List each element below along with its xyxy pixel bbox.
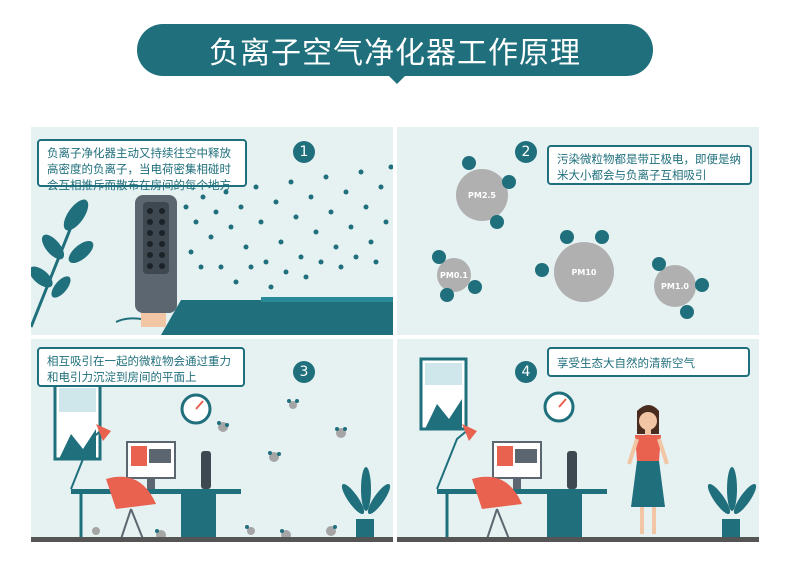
panel-3: 相互吸引在一起的微粒物会通过重力和电引力沉淀到房间的平面上 3: [31, 339, 393, 542]
leaf-icon: [31, 196, 97, 327]
particle-pm10: PM10: [535, 230, 614, 302]
step-number-4: 4: [515, 361, 537, 383]
particle-pm01: PM0.1: [432, 250, 482, 302]
panel-2-caption: 污染微粒物都是带正极电，即便是纳米大小都会与负离子互相吸引: [547, 145, 752, 185]
pm01-label: PM0.1: [440, 271, 468, 280]
particle-pm25: PM2.5: [456, 156, 516, 229]
woman-figure: [629, 405, 667, 534]
page-title: 负离子空气净化器工作原理: [137, 24, 653, 76]
step-number-2: 2: [515, 141, 537, 163]
step-number-3: 3: [293, 361, 315, 383]
panel-1: 负离子净化器主动又持续往空中释放高密度的负离子，当电荷密集相碰时会互相推斥而散布…: [31, 127, 393, 335]
pm10-small-label: PM1.0: [661, 282, 689, 291]
pm25-label: PM2.5: [468, 191, 496, 200]
pm10-label: PM10: [572, 268, 597, 277]
panel-4-caption: 享受生态大自然的清新空气: [547, 347, 750, 377]
panel-3-caption: 相互吸引在一起的微粒物会通过重力和电引力沉淀到房间的平面上: [37, 347, 245, 387]
panel-4: 享受生态大自然的清新空气 4: [397, 339, 759, 542]
panel-1-caption: 负离子净化器主动又持续往空中释放高密度的负离子，当电荷密集相碰时会互相推斥而散布…: [37, 139, 247, 187]
floor: [31, 537, 393, 542]
step-number-1: 1: [293, 141, 315, 163]
panel-2: PM2.5 PM0.1 PM10 PM1.0 污染微粒物都是带正极电，即便是纳米…: [397, 127, 759, 335]
particle-pm10-small: PM1.0: [652, 257, 709, 319]
floor: [397, 537, 759, 542]
title-pointer: [387, 74, 407, 84]
